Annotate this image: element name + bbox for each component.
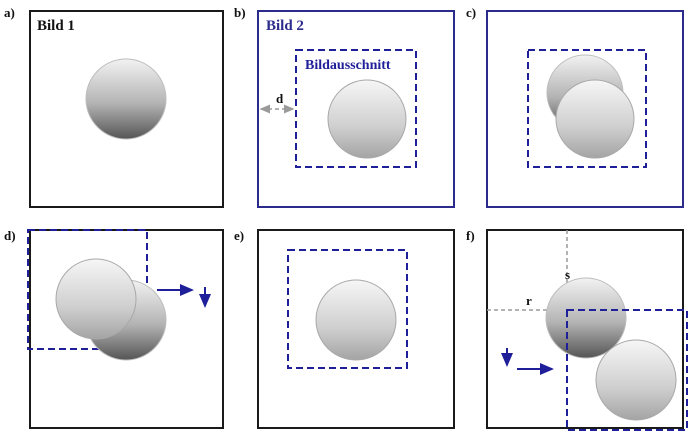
panel-f-frame (486, 229, 684, 429)
ball (315, 279, 397, 361)
panel-d-frame (29, 229, 224, 429)
panel-a-letter: a) (4, 5, 15, 20)
panel-f-letter: f) (466, 228, 475, 243)
crop-window (287, 249, 408, 369)
panel-d: d) (4, 228, 224, 429)
crop-window (527, 49, 647, 168)
panel-e-frame (257, 229, 455, 429)
panel-c: c) (466, 5, 684, 208)
panel-b-letter: b) (234, 5, 246, 20)
ball-image-2 (595, 339, 677, 421)
ball-image-2 (555, 79, 635, 159)
panel-e-letter: e) (234, 228, 244, 243)
panel-a-title: Bild 1 (37, 18, 75, 34)
panel-f: f) s r (466, 228, 688, 431)
ball (85, 58, 167, 140)
crop-window (566, 309, 688, 431)
offset-label-s: s (565, 267, 570, 282)
panel-e: e) (234, 228, 455, 429)
panel-c-frame (486, 10, 684, 208)
crop-window (295, 49, 417, 168)
panel-b-title: Bild 2 (266, 18, 304, 34)
offset-label-d: d (276, 91, 284, 106)
panel-b: b) Bild 2 Bildausschnitt d (234, 5, 455, 208)
crop-label: Bildausschnitt (305, 58, 391, 73)
panel-c-letter: c) (466, 5, 476, 20)
panel-a-frame (29, 10, 224, 208)
panel-a: a) Bild 1 (4, 5, 224, 208)
offset-label-r: r (526, 293, 532, 308)
ball-image-2 (55, 258, 137, 340)
ball (327, 79, 407, 159)
panel-d-letter: d) (4, 228, 16, 243)
panel-b-frame (257, 10, 455, 208)
